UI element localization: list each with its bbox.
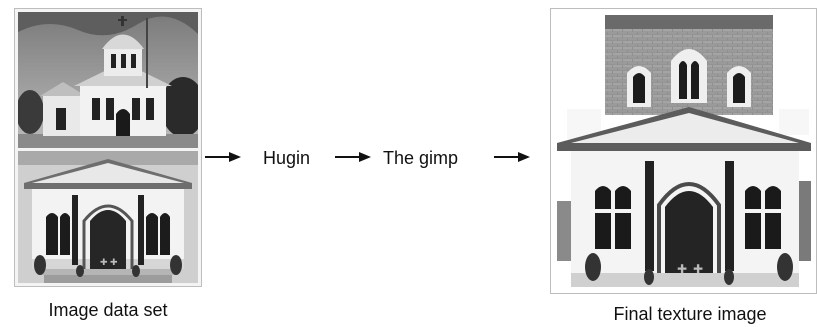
image-data-set-panel: ✚ ✚ bbox=[14, 8, 202, 287]
arrow-right-icon bbox=[335, 152, 371, 162]
step-the-gimp: The gimp bbox=[383, 148, 459, 168]
step-hugin: Hugin bbox=[263, 148, 311, 168]
image-data-set-caption: Image data set bbox=[48, 300, 168, 320]
final-texture-caption: Final texture image bbox=[613, 304, 767, 324]
church-facade-photo: ✚ ✚ bbox=[18, 151, 198, 283]
svg-text:✚: ✚ bbox=[110, 258, 118, 268]
svg-text:✚: ✚ bbox=[693, 262, 703, 276]
final-texture-panel: ✚ ✚ bbox=[550, 8, 817, 294]
arrow-right-icon bbox=[205, 152, 241, 162]
svg-text:✚: ✚ bbox=[677, 262, 687, 276]
church-exterior-image bbox=[18, 12, 198, 148]
svg-text:✚: ✚ bbox=[100, 258, 108, 268]
stitched-facade-texture: ✚ ✚ bbox=[553, 11, 814, 291]
arrow-right-icon bbox=[494, 152, 530, 162]
final-texture-image: ✚ ✚ bbox=[553, 11, 814, 291]
church-exterior-photo bbox=[18, 12, 198, 148]
church-facade-image: ✚ ✚ bbox=[18, 151, 198, 283]
